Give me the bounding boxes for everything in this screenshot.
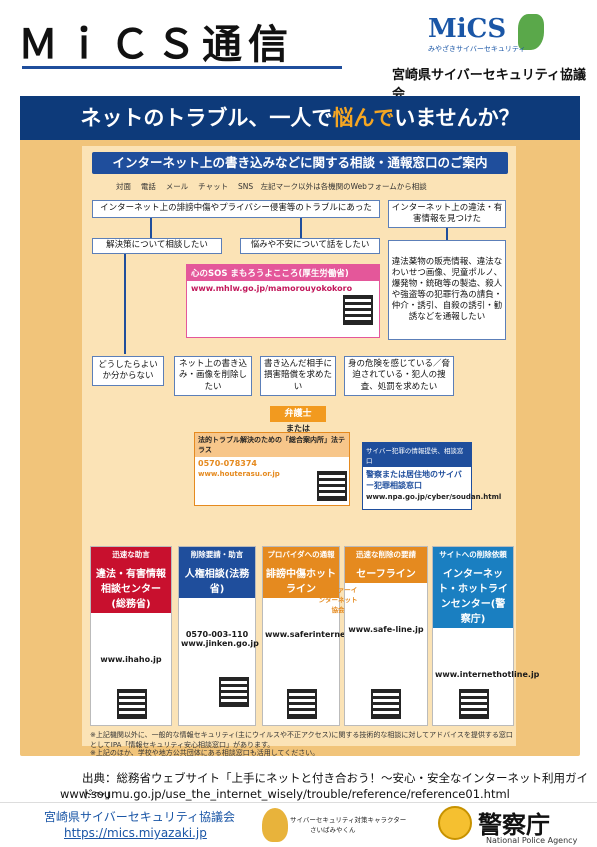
sos-title: 心のSOS まもろうよこころ(厚生労働省) bbox=[187, 265, 379, 281]
npa-english: National Police Agency bbox=[486, 836, 578, 845]
police-head: サイバー犯罪の情報提供、相談窓口 bbox=[363, 443, 471, 467]
mics-logo: MiCS みやざきサイバーセキュリティ bbox=[422, 14, 562, 54]
flow-q2: ネット上の書き込み・画像を削除したい bbox=[174, 356, 252, 396]
card-url[interactable]: www.internethotline.jp bbox=[435, 670, 540, 679]
card-internet-hotline: サイトへの削除依頼 インターネット・ホットラインセンター(警察庁) www.in… bbox=[432, 546, 540, 726]
card-url[interactable]: www.saferinternet.or.jp/bullying/ bbox=[265, 630, 415, 639]
note-ipa: ※上記機関以外に、一般的な情報セキュリティ(主にウイルスや不正アクセス)に関する… bbox=[90, 731, 513, 749]
arrow bbox=[124, 254, 126, 354]
page-title: ＭｉＣＳ通信 bbox=[18, 22, 294, 68]
card-head: プロバイダへの通報 bbox=[263, 547, 339, 562]
source-url[interactable]: www.soumu.go.jp/use_the_internet_wisely/… bbox=[60, 787, 510, 801]
card-safe-line: 迅速な削除の要請 セーフライン www.safe-line.jp bbox=[344, 546, 428, 726]
card-head: 削除要請・助言 bbox=[179, 547, 255, 562]
logo-subtitle: みやざきサイバーセキュリティ bbox=[428, 45, 526, 53]
banner: ネットのトラブル、一人で悩んでいませんか？ bbox=[20, 96, 580, 140]
banner-post: いませんか？ bbox=[394, 106, 520, 130]
card-name: インターネット・ホットラインセンター(警察庁) bbox=[433, 562, 513, 628]
police-card: サイバー犯罪の情報提供、相談窓口 警察または居住地のサイバー犯罪相談窓口 www… bbox=[362, 442, 502, 510]
police-url[interactable]: www.npa.go.jp/cyber/soudan.html bbox=[366, 493, 502, 501]
qr-code-icon bbox=[317, 471, 347, 501]
guide-title: インターネット上の書き込みなどに関する相談・通報窓口のご案内 bbox=[92, 152, 508, 174]
card-head: 迅速な削除の要請 bbox=[345, 547, 427, 562]
houterasu-card: 法的トラブル解決のための「総合案内所」法テラス 0570-078374 www.… bbox=[194, 432, 350, 506]
houterasu-tel[interactable]: 0570-078374 bbox=[198, 459, 257, 468]
qr-code-icon bbox=[371, 689, 401, 719]
banner-highlight: 悩んで bbox=[332, 106, 395, 130]
card-name: 違法・有害情報相談センター(総務省) bbox=[91, 562, 171, 613]
flow-illegal-list: 違法薬物の販売情報、違法なわいせつ画像、児童ポルノ、爆発物・銃砲等の製造、殺人や… bbox=[388, 240, 506, 340]
houterasu-url[interactable]: www.houterasu.or.jp bbox=[198, 470, 280, 478]
footer-divider bbox=[0, 802, 597, 803]
arrow bbox=[150, 218, 152, 238]
map-icon bbox=[518, 14, 544, 50]
sos-url[interactable]: www.mhlw.go.jp/mamorouyokokoro bbox=[191, 284, 353, 293]
card-name: セーフライン bbox=[345, 562, 427, 583]
flow-resolve: 解決策について相談したい bbox=[92, 238, 222, 254]
mascot-icon bbox=[262, 808, 288, 842]
card-ihaho: 迅速な助言 違法・有害情報相談センター(総務省) www.ihaho.jp bbox=[90, 546, 172, 726]
flow-top-right: インターネット上の違法・有害情報を見つけた bbox=[388, 200, 506, 228]
safer-internet-label: セーファーインターネット協会 bbox=[318, 586, 358, 614]
mascot-caption: サイバーセキュリティ対策キャラクター bbox=[290, 816, 407, 824]
police-emblem-icon bbox=[438, 806, 472, 840]
mascot-name: さいばみやくん bbox=[310, 826, 356, 834]
card-head: 迅速な助言 bbox=[91, 547, 171, 562]
qr-code-icon bbox=[117, 689, 147, 719]
legend: 対面 電話 メール チャット SNS 左記マーク以外は各機関のWebフォームから… bbox=[116, 182, 427, 191]
arrow bbox=[446, 228, 448, 240]
flow-worry: 悩みや不安について話をしたい bbox=[240, 238, 380, 254]
card-head: サイトへの削除依頼 bbox=[433, 547, 513, 562]
qr-code-icon bbox=[219, 677, 249, 707]
qr-code-icon bbox=[343, 295, 373, 325]
sos-card: 心のSOS まもろうよこころ(厚生労働省) www.mhlw.go.jp/mam… bbox=[186, 264, 380, 338]
card-url[interactable]: www.safe-line.jp bbox=[348, 625, 424, 634]
houterasu-title: 法的トラブル解決のための「総合案内所」法テラス bbox=[195, 433, 349, 457]
qr-code-icon bbox=[459, 689, 489, 719]
banner-pre: ネットのトラブル、一人で bbox=[80, 106, 333, 130]
card-bullying-hotline: プロバイダへの通報 誹謗中傷ホットライン www.saferinternet.o… bbox=[262, 546, 415, 726]
flow-q1: どうしたらよいか分からない bbox=[92, 356, 164, 386]
footer-url[interactable]: https://mics.miyazaki.jp bbox=[64, 826, 207, 840]
or-label: または bbox=[286, 424, 310, 433]
flow-q3: 書き込んだ相手に損害賠償を求めたい bbox=[260, 356, 336, 396]
card-url[interactable]: 0570-003-110 www.jinken.go.jp bbox=[181, 630, 259, 648]
police-name: 警察または居住地のサイバー犯罪相談窓口 bbox=[366, 470, 462, 490]
note-local: ※上記のほか、学校や地方公共団体にある相談窓口も活用してください。 bbox=[90, 749, 320, 757]
lawyer-label: 弁護士 bbox=[270, 406, 326, 422]
card-name: 誹謗中傷ホットライン bbox=[263, 562, 339, 598]
card-url[interactable]: www.ihaho.jp bbox=[100, 655, 162, 664]
flow-q4: 身の危険を感じている／脅迫されている・犯人の捜査、処罰を求めたい bbox=[344, 356, 454, 396]
footer-association: 宮崎県サイバーセキュリティ協議会 bbox=[44, 810, 236, 824]
card-jinken: 削除要請・助言 人権相談(法務省) 0570-003-110 www.jinke… bbox=[178, 546, 259, 726]
arrow bbox=[300, 218, 302, 238]
source-line1: 出典：総務省ウェブサイト「上手にネットと付き合おう！～安心・安全なインターネット… bbox=[82, 771, 588, 801]
title-underline bbox=[22, 66, 342, 69]
qr-code-icon bbox=[287, 689, 317, 719]
npa-name: 警察庁 bbox=[478, 810, 550, 839]
logo-text: MiCS bbox=[428, 14, 507, 44]
card-name: 人権相談(法務省) bbox=[179, 562, 255, 598]
flow-top-left: インターネット上の誹謗中傷やプライバシー侵害等のトラブルにあった bbox=[92, 200, 380, 218]
